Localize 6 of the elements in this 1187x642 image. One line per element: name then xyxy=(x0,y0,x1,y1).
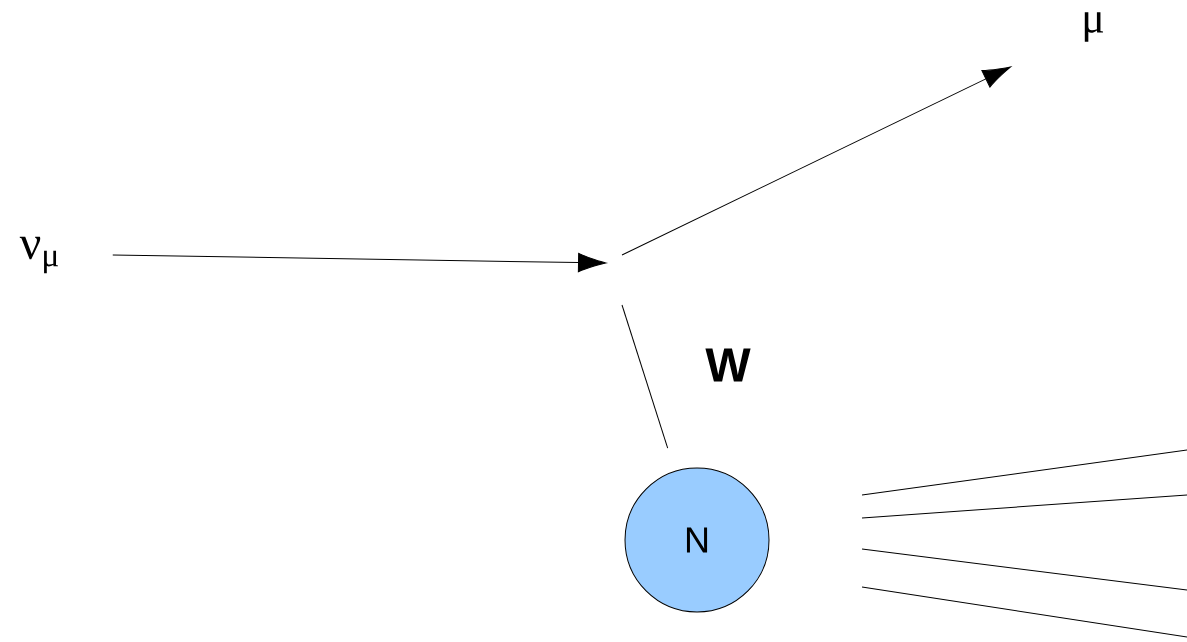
arrow xyxy=(112,252,607,273)
greek-symbol: μ xyxy=(1084,12,1103,42)
greek-symbol: ν$_{μ}$ xyxy=(19,236,58,274)
edge-label: W xyxy=(701,344,755,386)
line xyxy=(621,304,669,449)
arrow xyxy=(621,66,1011,256)
